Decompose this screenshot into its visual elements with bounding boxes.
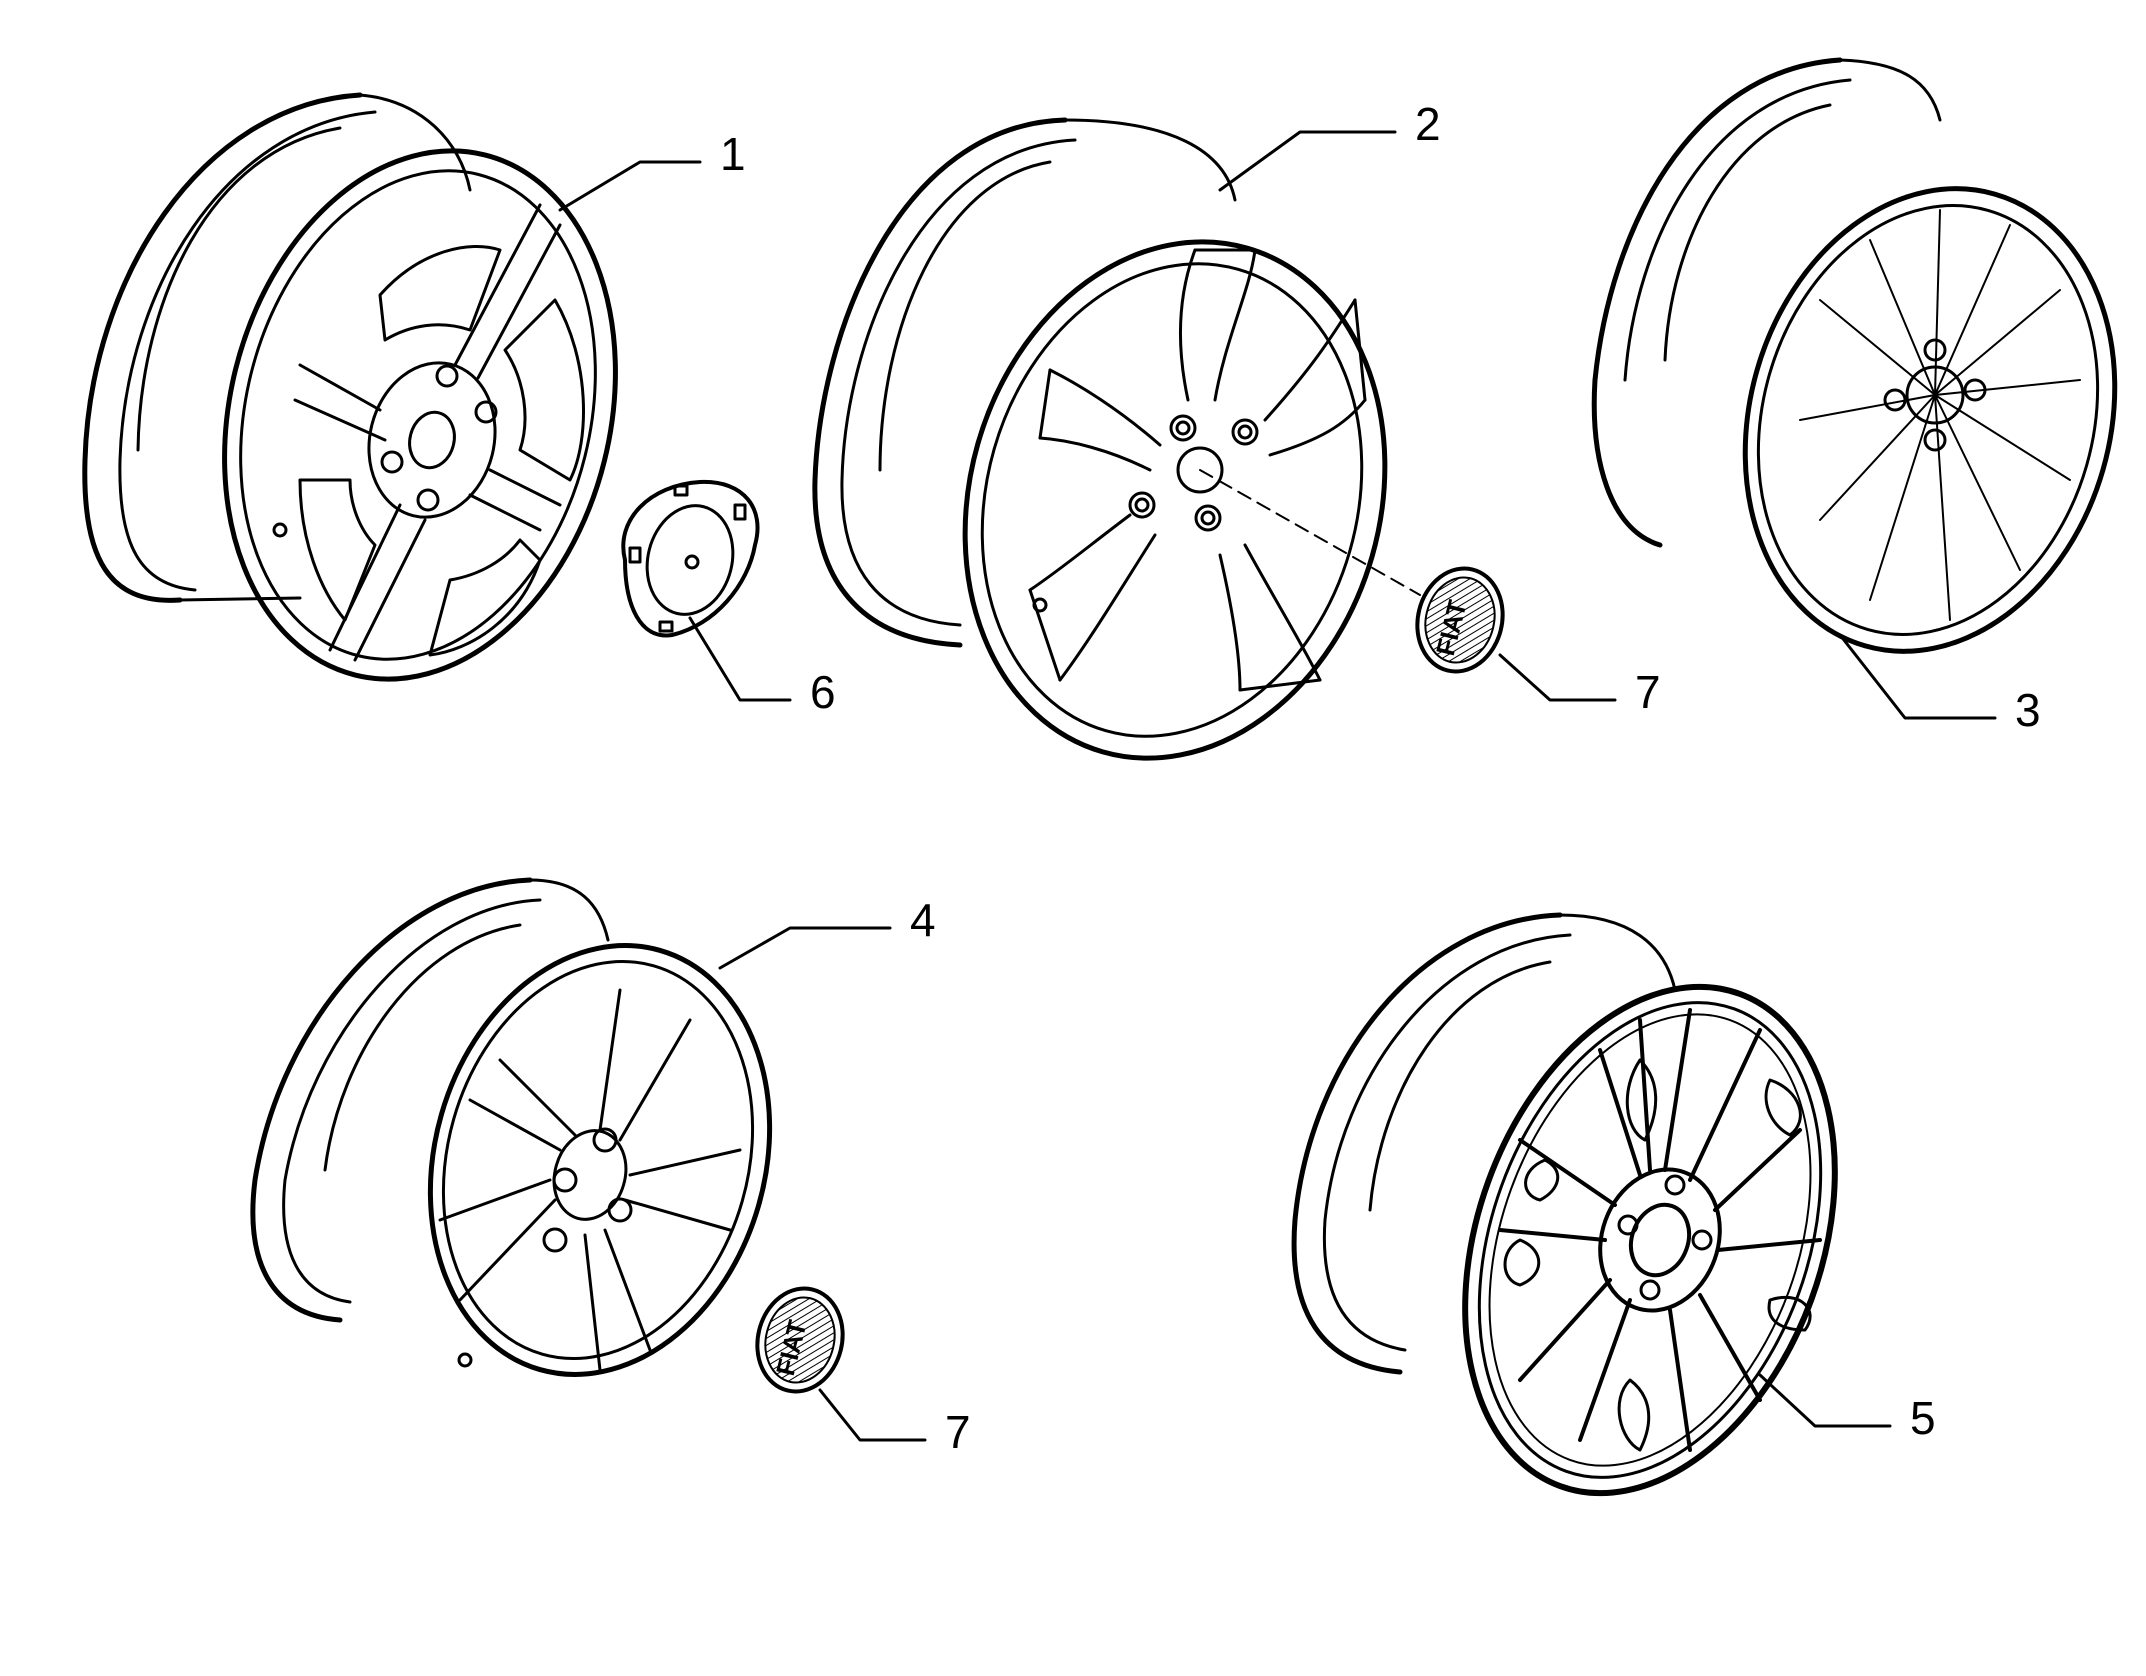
callout-leaders bbox=[558, 130, 1997, 1442]
callout-3: 3 bbox=[2015, 684, 2041, 736]
callout-1: 1 bbox=[720, 128, 746, 180]
callout-5: 5 bbox=[1910, 1392, 1936, 1444]
wheel-4 bbox=[250, 877, 773, 1377]
hub-cap-6 bbox=[621, 479, 760, 638]
callout-6: 6 bbox=[810, 666, 836, 718]
leader-7a bbox=[1498, 653, 1617, 702]
callout-7-bottom: 7 bbox=[945, 1406, 971, 1458]
emblem-7-bottom: FIAT bbox=[755, 1286, 845, 1394]
wheel-2 bbox=[812, 117, 1421, 761]
callout-labels: 1 2 3 4 5 6 7 7 bbox=[720, 98, 2041, 1458]
leader-4 bbox=[718, 926, 892, 970]
wheel-5 bbox=[1291, 912, 1838, 1497]
leader-2 bbox=[1218, 130, 1397, 192]
leader-5 bbox=[1758, 1373, 1892, 1428]
wheel-3 bbox=[1591, 57, 2118, 654]
emblem-7-top: FIAT bbox=[1415, 566, 1505, 674]
leader-3 bbox=[1838, 633, 1997, 720]
leader-6 bbox=[688, 616, 792, 702]
leader-7b bbox=[818, 1388, 927, 1442]
callout-4: 4 bbox=[910, 894, 936, 946]
leader-1 bbox=[558, 160, 702, 212]
wheel-1 bbox=[82, 92, 618, 682]
callout-7-top: 7 bbox=[1635, 666, 1661, 718]
callout-2: 2 bbox=[1415, 98, 1441, 150]
